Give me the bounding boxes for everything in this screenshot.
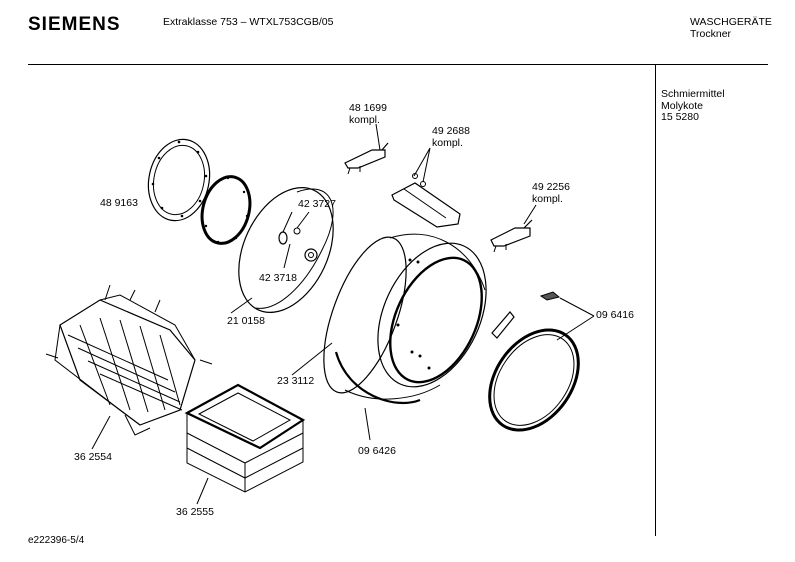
category-line1: WASCHGERÄTE bbox=[690, 16, 772, 28]
lubricant-line3: 15 5280 bbox=[661, 111, 699, 123]
gasket-ring-part bbox=[147, 138, 211, 222]
header-divider bbox=[28, 64, 768, 65]
part-note: kompl. bbox=[349, 113, 380, 126]
callout-423727: 42 3727 bbox=[298, 198, 336, 210]
callout-423718: 42 3718 bbox=[259, 272, 297, 284]
callout-096426: 09 6426 bbox=[358, 445, 396, 457]
category: WASCHGERÄTE Trockner bbox=[690, 16, 772, 40]
callout-492256: 49 2256 kompl. bbox=[532, 181, 570, 205]
callout-362554: 36 2554 bbox=[74, 451, 112, 463]
part-number: 48 1699 bbox=[349, 102, 387, 114]
filter-frame-part bbox=[184, 383, 306, 493]
document-id: e222396-5/4 bbox=[28, 535, 85, 546]
sidebar-divider bbox=[655, 64, 656, 536]
lubricant-note: Schmiermittel Molykote 15 5280 bbox=[661, 88, 725, 124]
part-note: kompl. bbox=[432, 136, 463, 149]
bracket-492688-part bbox=[391, 173, 461, 228]
drum-part bbox=[323, 233, 487, 400]
lubricant-line2: Molykote bbox=[661, 99, 704, 112]
drying-rack-part bbox=[45, 284, 213, 436]
callout-481699: 48 1699 kompl. bbox=[349, 102, 387, 126]
part-number: 49 2256 bbox=[532, 181, 570, 193]
bracket-492256-part bbox=[490, 219, 533, 253]
callout-210158: 21 0158 bbox=[227, 315, 265, 327]
brand-logo: SIEMENS bbox=[28, 14, 121, 35]
rear-wall-part bbox=[238, 187, 334, 313]
model-title: Extraklasse 753 – WTXL753CGB/05 bbox=[163, 16, 334, 28]
callout-489163: 48 9163 bbox=[100, 197, 138, 209]
callout-233112: 23 3112 bbox=[277, 375, 315, 387]
seal-ring-part bbox=[200, 175, 252, 245]
part-number: 49 2688 bbox=[432, 125, 470, 137]
callout-096416: 09 6416 bbox=[596, 309, 634, 321]
callout-492688: 49 2688 kompl. bbox=[432, 125, 470, 149]
lubricant-line1: Schmiermittel bbox=[661, 88, 725, 100]
category-line2: Trockner bbox=[690, 28, 732, 40]
part-note: kompl. bbox=[532, 192, 563, 205]
leader-lines bbox=[91, 123, 595, 505]
bracket-481699-part bbox=[344, 142, 389, 175]
drum-seal-part bbox=[334, 351, 421, 405]
felt-ring-part bbox=[488, 291, 580, 432]
callout-362555: 36 2555 bbox=[176, 506, 214, 518]
